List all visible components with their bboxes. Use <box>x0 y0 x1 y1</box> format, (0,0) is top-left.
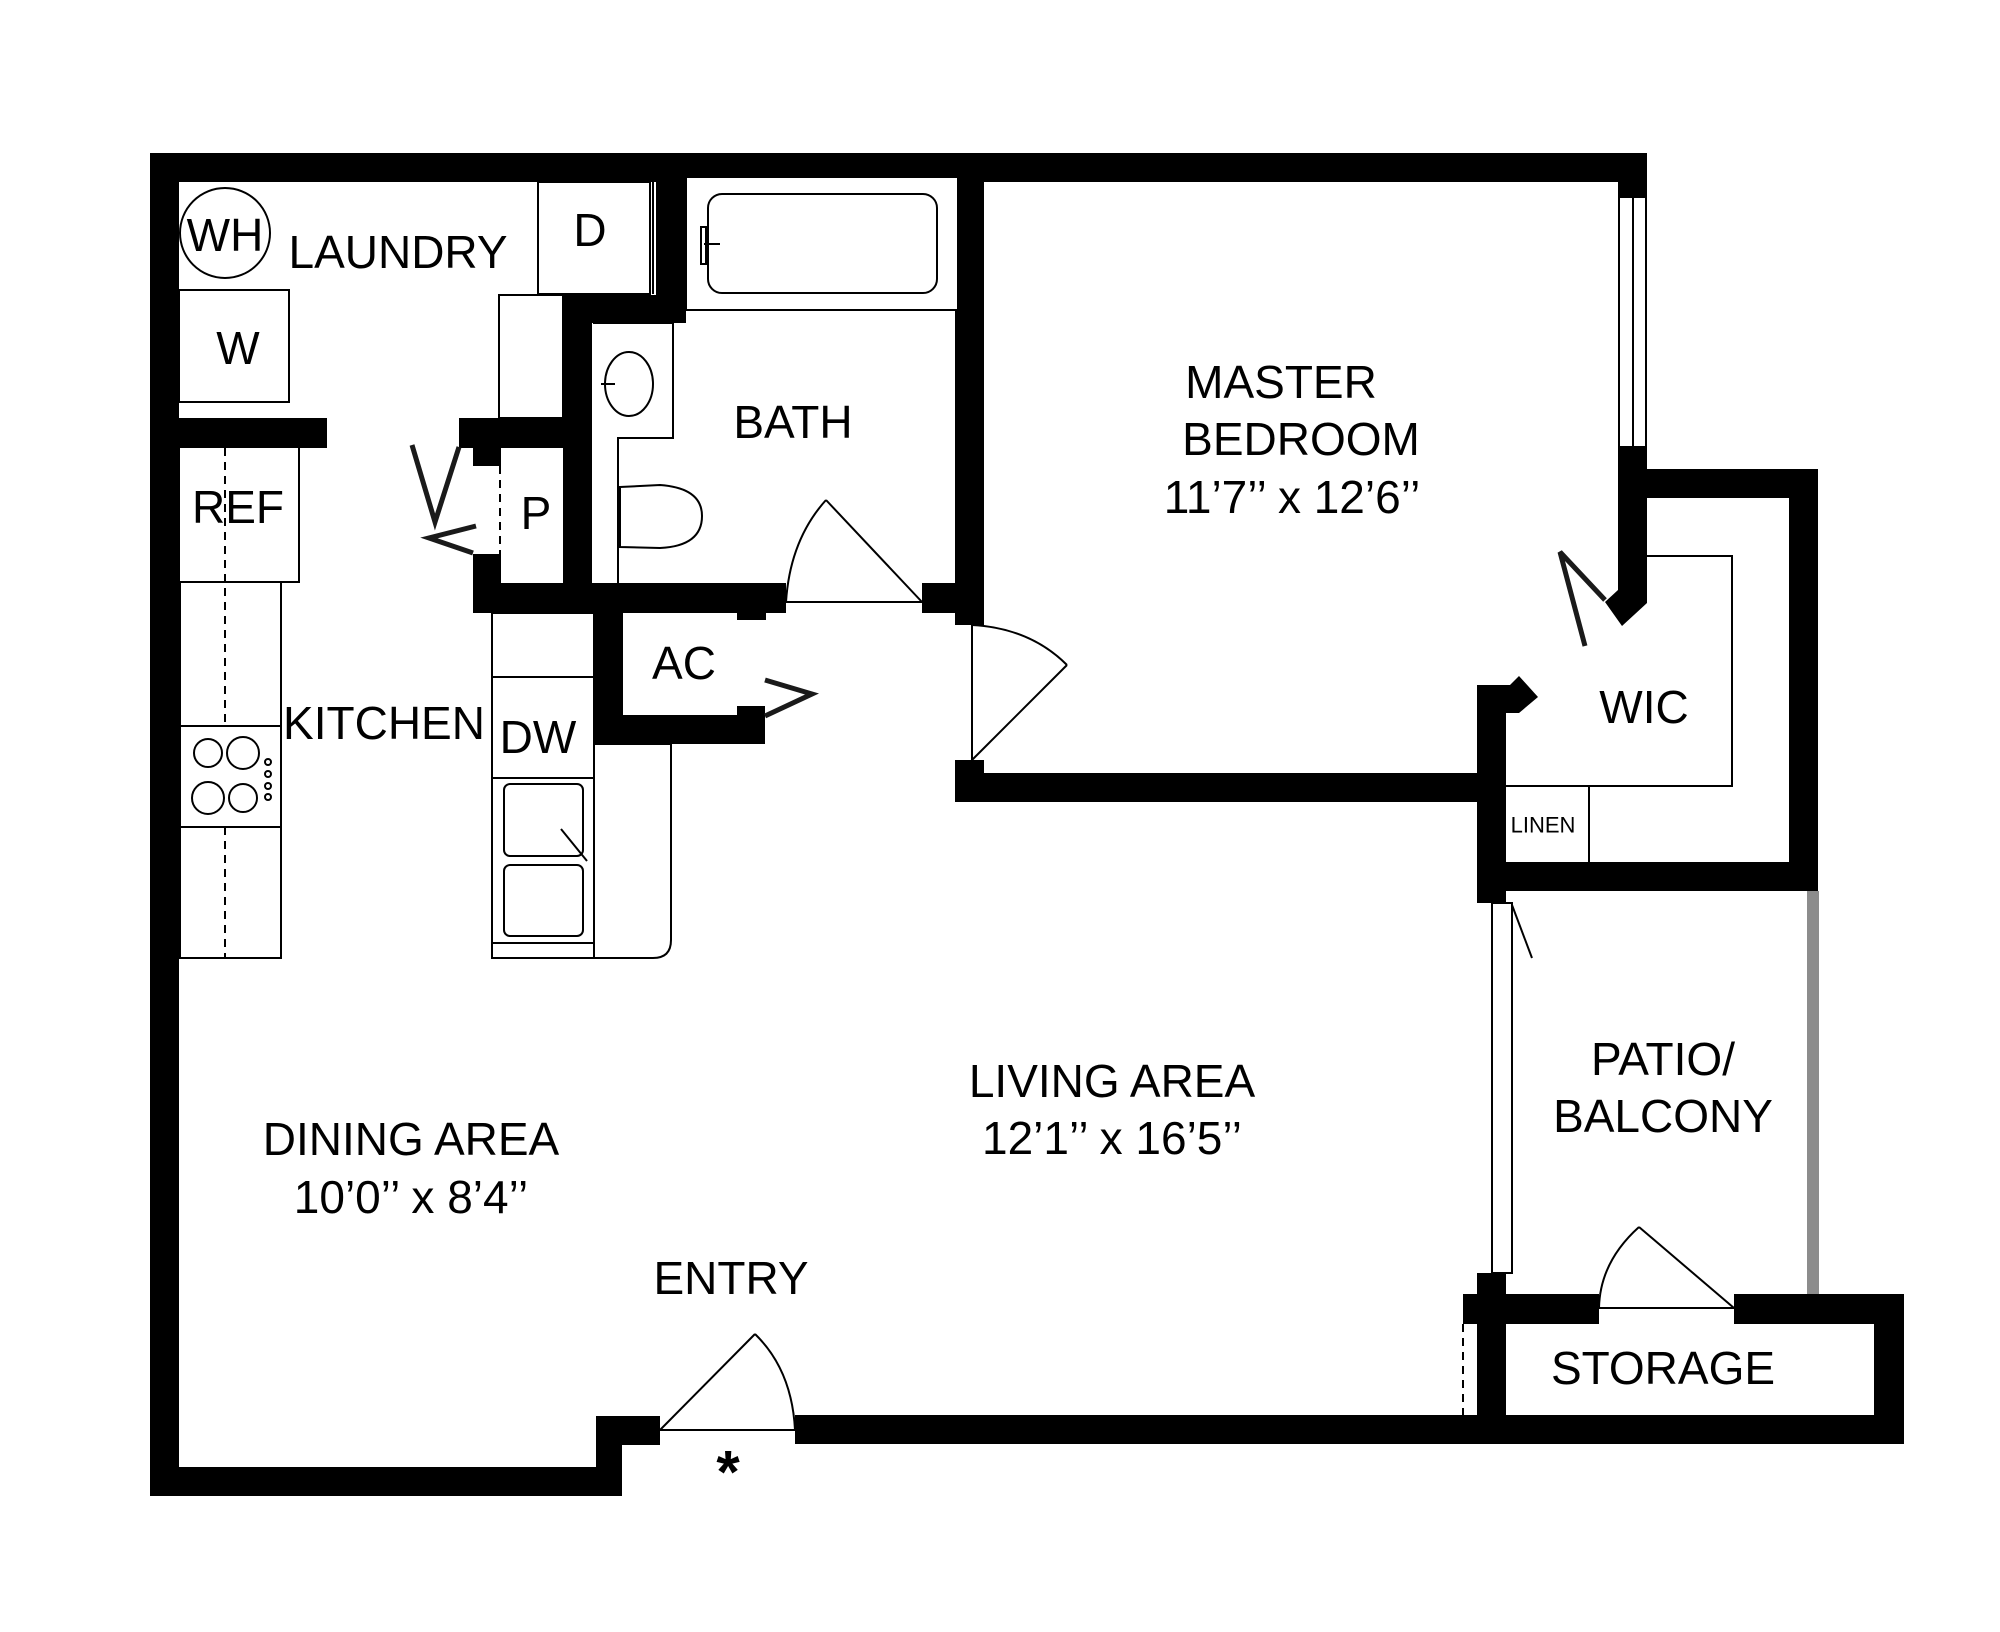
label-master-bedroom-line2: BEDROOM <box>1182 413 1420 465</box>
walls <box>150 153 1904 1496</box>
tub-faucet-icon <box>700 226 720 265</box>
kitchen-faucet-icon <box>560 828 588 862</box>
wall-wic-top <box>1618 469 1818 498</box>
wall-storage-right <box>1874 1294 1904 1444</box>
wall-pantry-top <box>459 418 569 448</box>
wall-bedroom-bottom <box>955 773 1506 802</box>
wall-left <box>150 153 179 1496</box>
pantry-bifold-door-lower[interactable] <box>420 523 477 556</box>
label-dishwasher: DW <box>500 711 577 763</box>
patio-sliding-door[interactable] <box>1491 902 1533 1274</box>
kitchen-sink-1 <box>503 783 584 857</box>
wall-ac-bottom <box>594 715 765 744</box>
patio-railing <box>1807 891 1819 1294</box>
refrigerator <box>178 446 300 583</box>
wic-bifold-door[interactable] <box>1557 550 1607 647</box>
label-laundry: LAUNDRY <box>289 226 508 278</box>
label-linen: LINEN <box>1511 813 1576 838</box>
storage-door[interactable] <box>1598 1226 1735 1309</box>
wall-bottom-left <box>150 1467 622 1496</box>
entry-door[interactable] <box>659 1333 796 1431</box>
label-bath: BATH <box>733 396 852 448</box>
wall-wic-right <box>1789 469 1818 891</box>
ac-door[interactable] <box>763 677 820 719</box>
label-dryer: D <box>573 204 606 256</box>
kitchen-sink-2 <box>503 864 584 937</box>
wall-pantry-bath <box>563 295 592 613</box>
label-entry: ENTRY <box>653 1252 808 1304</box>
toilet <box>619 483 704 550</box>
label-living-area-dimensions: 12’1’’ x 16’5’’ <box>982 1112 1242 1164</box>
water-heater <box>179 187 271 279</box>
label-water-heater: WH <box>187 209 264 261</box>
label-master-bedroom-line1: MASTER <box>1185 356 1377 408</box>
wall-bath-bedroom <box>955 153 984 625</box>
wall-wic-bottom <box>1477 862 1818 891</box>
label-storage: STORAGE <box>1551 1342 1775 1394</box>
wall-wic-left <box>1477 676 1538 903</box>
wall-laundry-bath <box>656 153 686 323</box>
label-master-bedroom-dimensions: 11’7’’ x 12’6’’ <box>1164 471 1421 523</box>
label-refrigerator: REF <box>192 481 284 533</box>
wall-bath-bottom <box>473 583 786 613</box>
pantry-bifold-door-upper[interactable] <box>409 444 462 531</box>
laundry-cabinet <box>498 294 564 419</box>
label-living-area: LIVING AREA <box>969 1055 1256 1107</box>
label-washer: W <box>216 322 260 374</box>
bathtub <box>707 193 938 294</box>
label-wic: WIC <box>1599 681 1688 733</box>
label-dining-area-dimensions: 10’0’’ x 8’4’’ <box>294 1171 528 1223</box>
wall-storage-left <box>1477 1273 1506 1444</box>
bedroom-window <box>1618 196 1647 448</box>
wall-bath-stub <box>737 610 766 620</box>
vanity <box>593 322 674 583</box>
label-patio-line2: BALCONY <box>1553 1090 1773 1142</box>
wic-shelf <box>1506 555 1733 787</box>
label-patio-line1: PATIO/ <box>1591 1033 1735 1085</box>
wall-ac-stub <box>737 706 765 718</box>
label-pantry: P <box>521 487 552 539</box>
dryer <box>537 181 651 295</box>
wall-entry-stub-left <box>596 1416 660 1445</box>
bedroom-door[interactable] <box>971 624 1068 761</box>
entry-asterisk-icon: * <box>716 1439 740 1506</box>
stove-burners-icon <box>191 736 272 815</box>
kitchen-peninsula <box>593 743 672 959</box>
washer <box>178 289 290 403</box>
wall-pantry-stub-top <box>473 446 501 466</box>
label-ac: AC <box>652 637 716 689</box>
label-dining-area: DINING AREA <box>263 1113 560 1165</box>
wall-bottom-right <box>795 1415 1904 1444</box>
wall-laundry-divider <box>150 418 327 448</box>
bath-door[interactable] <box>785 499 923 603</box>
label-kitchen: KITCHEN <box>283 697 485 749</box>
wall-bedroom-right-top <box>1618 153 1647 197</box>
